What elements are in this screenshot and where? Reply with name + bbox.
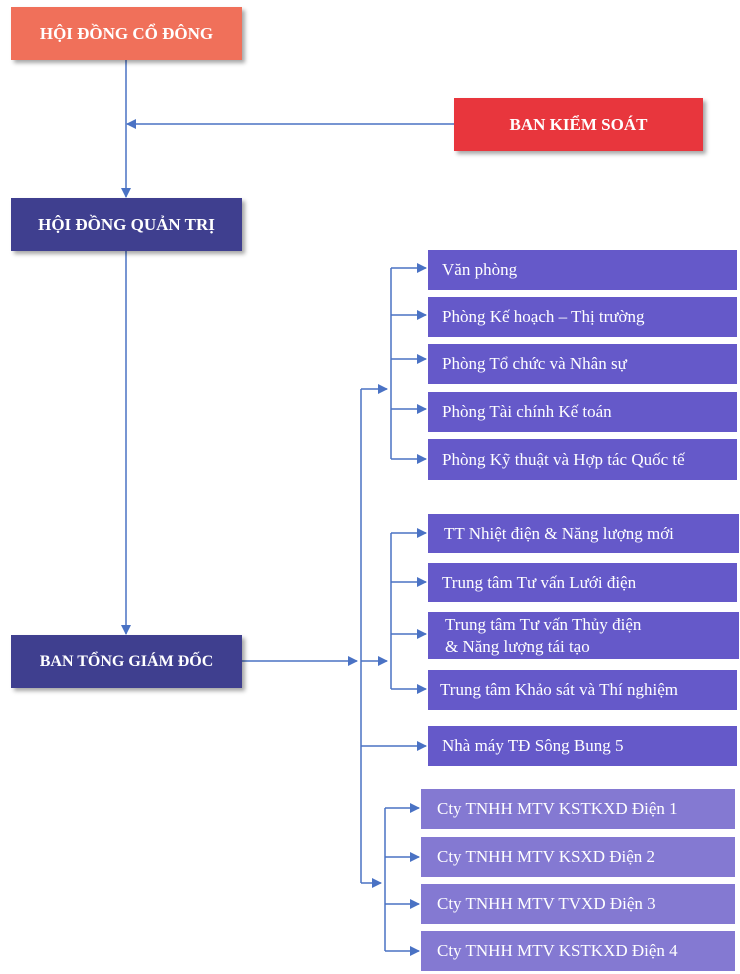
department-box: Phòng Kỹ thuật và Hợp tác Quốc tế (428, 439, 737, 480)
center-line2: & Năng lượng tái tạo (445, 636, 590, 656)
subsidiary-box: Cty TNHH MTV KSXD Điện 2 (421, 837, 735, 877)
department-box: Phòng Tổ chức và Nhân sự (428, 344, 737, 384)
department-box: Phòng Kế hoạch – Thị trường (428, 297, 737, 337)
subsidiary-box: Cty TNHH MTV KSTKXD Điện 1 (421, 789, 735, 829)
ceo-box: BAN TỔNG GIÁM ĐỐC (11, 635, 242, 688)
plant-box: Nhà máy TĐ Sông Bung 5 (428, 726, 737, 766)
center-box: Trung tâm Tư vấn Lưới điện (428, 563, 737, 602)
supervisory-box: BAN KIỂM SOÁT (454, 98, 703, 151)
subsidiary-box: Cty TNHH MTV TVXD Điện 3 (421, 884, 735, 924)
board-box: HỘI ĐỒNG QUẢN TRỊ (11, 198, 242, 251)
subsidiary-box: Cty TNHH MTV KSTKXD Điện 4 (421, 931, 735, 971)
center-box: Trung tâm Tư vấn Thủy điện & Năng lượng … (428, 612, 739, 659)
department-box: Văn phòng (428, 250, 737, 290)
center-box: Trung tâm Khảo sát và Thí nghiệm (428, 670, 737, 710)
shareholders-box: HỘI ĐỒNG CỔ ĐÔNG (11, 7, 242, 60)
center-box: TT Nhiệt điện & Năng lượng mới (428, 514, 739, 553)
department-box: Phòng Tài chính Kế toán (428, 392, 737, 432)
center-line1: Trung tâm Tư vấn Thủy điện (445, 614, 642, 634)
